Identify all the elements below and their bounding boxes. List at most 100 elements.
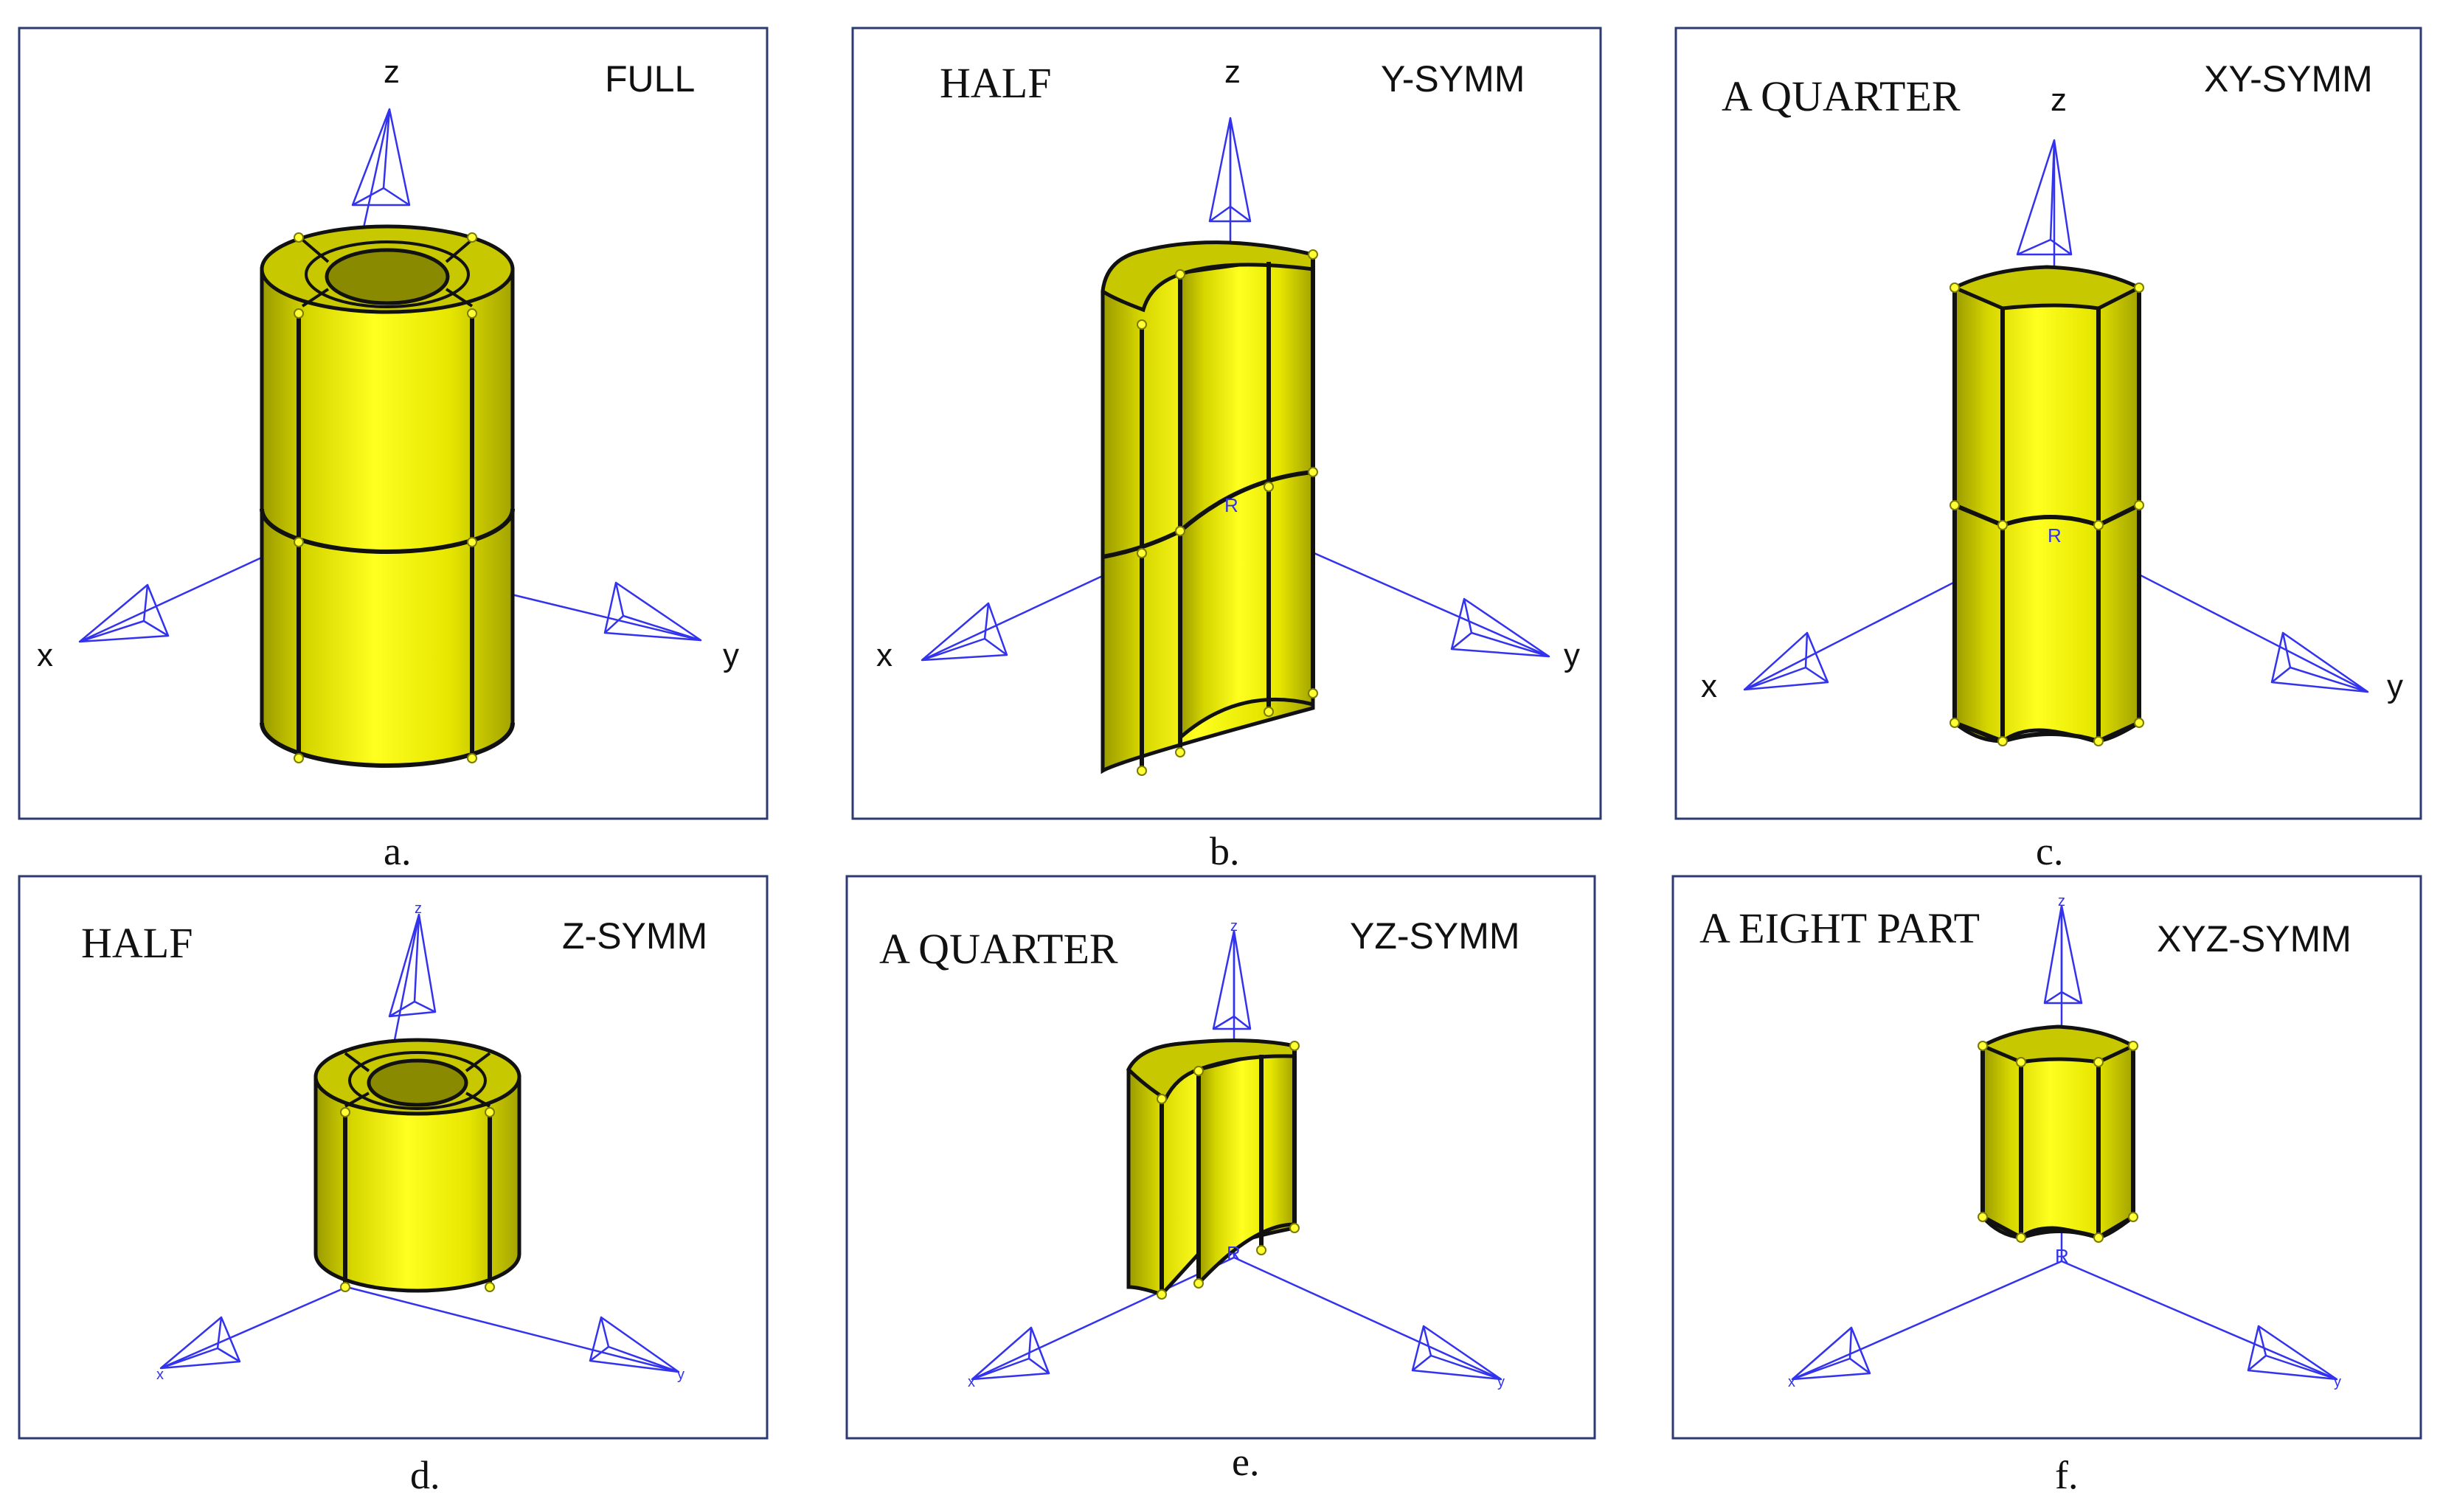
y-axis	[2061, 1260, 2337, 1381]
mesh-node	[2134, 282, 2144, 293]
panel-caption: a.	[384, 829, 411, 873]
mesh-node	[1997, 736, 2008, 746]
half-cylinder-inner	[1178, 252, 1315, 742]
axis-label-y: y	[1564, 637, 1580, 673]
inner-ring-outline	[348, 1051, 487, 1110]
z-axis-arrow	[2016, 139, 2073, 256]
mesh-node	[1137, 766, 1147, 776]
panel-caption: b.	[1210, 829, 1240, 873]
panel-title-left: HALF	[81, 919, 193, 967]
mesh-node	[1175, 269, 1185, 280]
mesh-node	[467, 308, 477, 319]
mesh-node	[1978, 1041, 1988, 1051]
mid-seam	[260, 508, 515, 554]
panel-title-left: A QUARTER	[1722, 72, 1961, 120]
axis-label-y: y	[677, 1367, 684, 1383]
mesh-node	[1949, 500, 1960, 510]
z-axis-arrow	[2043, 904, 2083, 1005]
mesh-node	[1193, 1066, 1204, 1076]
origin-marker: R	[1227, 1242, 1241, 1264]
mesh-node	[1289, 1041, 1300, 1051]
mesh-node	[1308, 688, 1318, 698]
top-seam	[465, 1092, 491, 1108]
origin-marker: R	[2055, 1245, 2069, 1267]
mesh-node	[1137, 319, 1147, 330]
z-axis-arrow	[388, 913, 437, 1018]
axis-label-y: y	[2387, 668, 2403, 704]
mid-seam	[1102, 470, 1314, 559]
panel-c: A QUARTER XY-SYMM R z x y c.	[1674, 27, 2422, 873]
mesh-node	[1949, 718, 1960, 728]
x-axis-arrow	[1743, 631, 1829, 691]
mesh-node	[2128, 1212, 2138, 1222]
mesh-node	[1264, 482, 1274, 492]
top-seam-left	[301, 238, 330, 263]
half-height-body	[313, 1075, 521, 1293]
origin-marker: R	[2048, 524, 2062, 547]
axis-label-z: z	[1224, 54, 1241, 90]
x-axis	[1792, 1260, 2062, 1381]
mesh-node	[2016, 1232, 2026, 1243]
panel-caption: d.	[410, 1453, 440, 1497]
mesh-node	[1264, 707, 1274, 717]
mesh-node	[1289, 1223, 1300, 1233]
mesh-node	[1949, 282, 1960, 293]
axis-label-x: x	[1788, 1374, 1795, 1390]
axis-label-y: y	[723, 637, 739, 673]
top-seam	[465, 1052, 491, 1072]
panel-caption: e.	[1232, 1440, 1259, 1484]
panel-f: A EIGHT PART XYZ-SYMM R z x y f.	[1671, 875, 2422, 1497]
axis-label-x: x	[37, 637, 53, 673]
top-face	[1950, 265, 2143, 311]
mesh-node	[2134, 500, 2144, 510]
mesh-node	[1997, 520, 2008, 530]
mesh-node	[1175, 747, 1185, 757]
x-axis-arrow	[921, 602, 1008, 662]
panel-title-left: A EIGHT PART	[1699, 904, 1980, 952]
mesh-node	[467, 537, 477, 547]
axis-label-z: z	[384, 54, 400, 90]
y-axis	[1233, 1256, 1502, 1381]
mesh-node	[2093, 1232, 2104, 1243]
axis-label-y: y	[1497, 1374, 1505, 1390]
panel-title-right: Y-SYMM	[1381, 58, 1525, 100]
mesh-node	[2093, 520, 2104, 530]
mesh-node	[485, 1282, 495, 1292]
y-axis	[346, 1286, 679, 1373]
panel-title-left: A QUARTER	[879, 925, 1118, 973]
mesh-node	[294, 537, 304, 547]
y-axis-arrow	[2247, 1325, 2338, 1381]
panel-a: FULL z x y a.	[18, 27, 769, 873]
mesh-node	[2016, 1057, 2026, 1067]
bottom-rim	[260, 722, 515, 768]
mesh-node	[1308, 467, 1318, 477]
x-axis-arrow	[78, 583, 170, 643]
top-face	[1978, 1024, 2138, 1064]
x-axis-arrow	[971, 1326, 1050, 1381]
mesh-node	[294, 308, 304, 319]
mesh-node	[2128, 1041, 2138, 1051]
mesh-node	[294, 753, 304, 763]
x-axis	[79, 541, 296, 643]
mesh-node	[340, 1282, 350, 1292]
panel-caption: c.	[2036, 829, 2063, 873]
mesh-node	[1175, 526, 1185, 536]
mesh-node	[485, 1107, 495, 1117]
axis-label-x: x	[968, 1374, 975, 1390]
axis-label-x: x	[1701, 668, 1717, 704]
y-axis-arrow	[589, 1316, 680, 1373]
axis-label-z: z	[415, 901, 422, 917]
top-seam-right-front	[445, 288, 474, 308]
axis-label-x: x	[156, 1367, 164, 1383]
inner-ring-outline	[305, 240, 470, 308]
z-axis-arrow	[1208, 117, 1252, 223]
y-axis-arrow	[603, 581, 702, 642]
panel-title-right: XYZ-SYMM	[2157, 918, 2351, 960]
y-axis-arrow	[1411, 1325, 1503, 1381]
axis-label-z: z	[2058, 893, 2065, 909]
axis-label-z: z	[1230, 918, 1238, 934]
panel-title-right: FULL	[605, 58, 695, 100]
mesh-node	[1157, 1289, 1167, 1300]
mesh-node	[2093, 1057, 2104, 1067]
